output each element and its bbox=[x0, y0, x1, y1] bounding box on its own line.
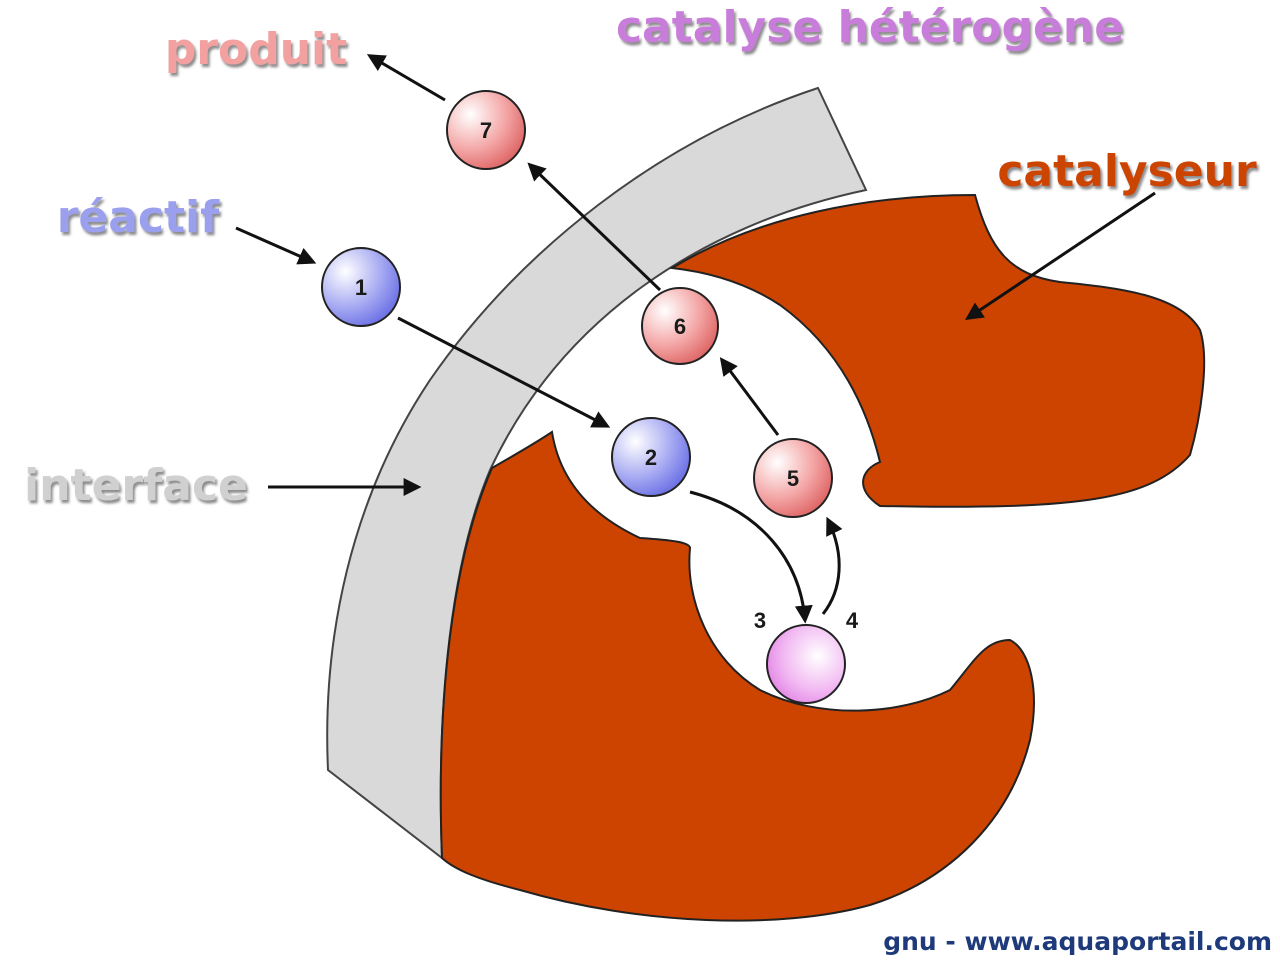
node-1: 1 bbox=[321, 247, 401, 327]
adsorbed-molecule bbox=[766, 624, 846, 704]
diagram-title: catalyse hétérogène bbox=[616, 2, 1124, 53]
svg-text:5: 5 bbox=[787, 466, 799, 491]
arrow-catalyst-label bbox=[965, 191, 1156, 321]
interface-label: interface bbox=[24, 460, 248, 511]
step-4-label: 4 bbox=[846, 608, 859, 633]
arrow-2-to-3 bbox=[689, 490, 813, 624]
node-7: 7 bbox=[446, 90, 526, 170]
node-5: 5 bbox=[753, 438, 833, 518]
product-label: produit bbox=[165, 24, 347, 75]
svg-text:6: 6 bbox=[674, 314, 686, 339]
arrow-1-to-2 bbox=[397, 316, 611, 428]
step-3-label: 3 bbox=[754, 608, 766, 633]
catalyst-label: catalyseur bbox=[997, 146, 1257, 197]
arrow-4-to-5 bbox=[821, 516, 843, 615]
svg-text:2: 2 bbox=[645, 445, 657, 470]
reactant-label: réactif bbox=[57, 192, 220, 243]
credit-text[interactable]: gnu - www.aquaportail.com bbox=[883, 927, 1272, 956]
arrow-reactant-to-1 bbox=[235, 226, 317, 265]
interface-band bbox=[326, 86, 868, 861]
arrow-5-to-6 bbox=[719, 357, 780, 436]
catalyst-body-lower bbox=[439, 430, 1035, 922]
svg-text:1: 1 bbox=[355, 275, 367, 300]
arrow-7-to-product bbox=[366, 54, 446, 102]
arrow-6-to-7 bbox=[527, 162, 662, 292]
node-2: 2 bbox=[611, 417, 691, 497]
svg-text:7: 7 bbox=[480, 118, 492, 143]
node-6: 6 bbox=[641, 287, 719, 365]
catalyst-body bbox=[668, 193, 1206, 508]
